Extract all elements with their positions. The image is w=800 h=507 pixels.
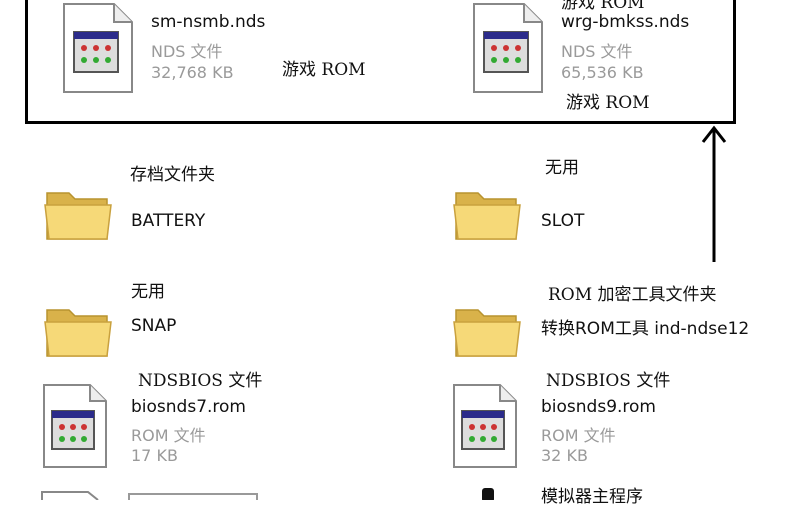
file-name[interactable]: wrg-bmkss.nds bbox=[561, 12, 690, 32]
folder-icon[interactable] bbox=[452, 300, 522, 360]
annotation-game-rom: 游戏 ROM bbox=[566, 93, 650, 113]
file-name[interactable]: biosnds7.rom bbox=[131, 397, 246, 417]
annotation-ndsbios-file: NDSBIOS 文件 bbox=[546, 371, 671, 391]
annotation-unused: 无用 bbox=[545, 158, 579, 178]
file-size: 32,768 KB bbox=[151, 63, 234, 82]
folder-icon[interactable] bbox=[452, 183, 522, 243]
nds-file-icon[interactable] bbox=[62, 2, 134, 94]
file-size: 17 KB bbox=[131, 446, 178, 465]
file-type: ROM 文件 bbox=[541, 426, 616, 445]
folder-name[interactable]: SLOT bbox=[541, 211, 585, 231]
partial-file-icon[interactable] bbox=[128, 493, 258, 500]
folder-icon[interactable] bbox=[43, 183, 113, 243]
emulator-exe-icon[interactable] bbox=[476, 486, 500, 500]
folder-icon[interactable] bbox=[43, 300, 113, 360]
folder-name[interactable]: BATTERY bbox=[131, 211, 206, 231]
file-name[interactable]: biosnds9.rom bbox=[541, 397, 656, 417]
file-size: 32 KB bbox=[541, 446, 588, 465]
folder-name[interactable]: SNAP bbox=[131, 316, 177, 336]
rom-highlight-box bbox=[25, 0, 736, 124]
file-type: NDS 文件 bbox=[151, 42, 223, 61]
file-name[interactable]: sm-nsmb.nds bbox=[151, 12, 266, 32]
arrow-up-icon bbox=[701, 125, 727, 262]
rom-file-icon[interactable] bbox=[42, 383, 108, 469]
annotation-unused: 无用 bbox=[131, 282, 165, 302]
annotation-game-rom: 游戏 ROM bbox=[282, 60, 366, 80]
nds-file-icon[interactable] bbox=[472, 2, 544, 94]
partial-file-icon[interactable] bbox=[40, 490, 106, 500]
file-size: 65,536 KB bbox=[561, 63, 644, 82]
rom-file-icon[interactable] bbox=[452, 383, 518, 469]
file-type: NDS 文件 bbox=[561, 42, 633, 61]
folder-name[interactable]: 转换ROM工具 ind-ndse12 bbox=[541, 319, 750, 339]
annotation-game-rom-top: 游戏 ROM bbox=[561, 0, 645, 13]
file-type: ROM 文件 bbox=[131, 426, 206, 445]
annotation-rom-encrypt-tool-folder: ROM 加密工具文件夹 bbox=[548, 285, 717, 305]
annotation-ndsbios-file: NDSBIOS 文件 bbox=[138, 371, 263, 391]
annotation-emulator-main: 模拟器主程序 bbox=[541, 487, 643, 507]
annotation-save-folder: 存档文件夹 bbox=[130, 165, 215, 185]
